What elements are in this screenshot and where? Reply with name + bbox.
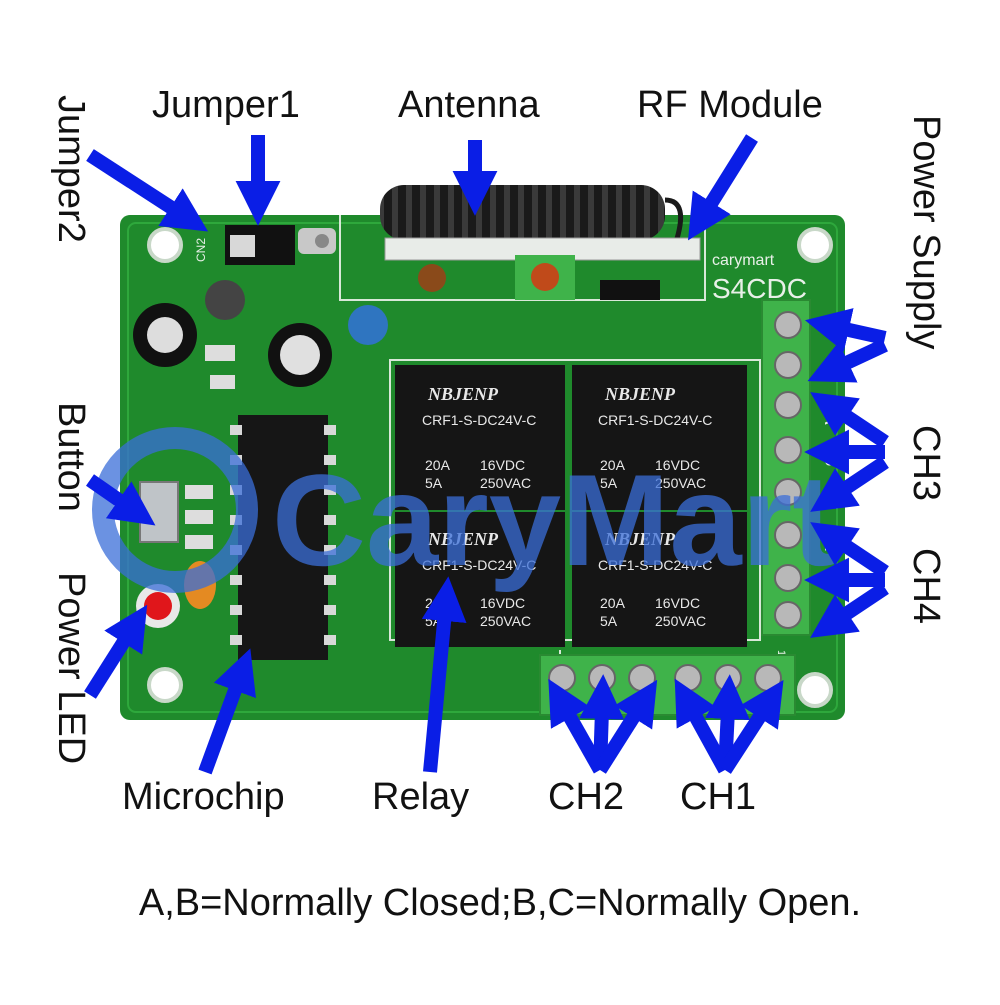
label-ch3: CH3 [905,425,947,502]
button-component [139,481,213,549]
cn2-silk: CN2 [194,238,208,262]
arrow-power-supply-1 [805,308,887,352]
model-silk: S4CDC [712,273,807,304]
label-ch4: CH4 [905,548,947,625]
arrow-ch3-1 [810,392,889,448]
brand-silk: carymart [712,252,775,269]
relay-2-model: CRF1-S-DC24V-C [598,412,712,428]
arrow-power-supply-2 [807,338,888,383]
arrow-ch4-3 [810,582,889,638]
rf-module [384,237,701,300]
relay-4-rating-ac: 250VAC [655,613,706,629]
mounting-hole [797,227,833,263]
arrow-power-led [84,604,148,699]
relay-2-brand: NBJENP [604,384,676,404]
components-left [133,280,388,389]
arrow-ch1-3 [719,679,784,774]
relay-1 [395,365,565,510]
arrow-rf-module [688,134,758,241]
relay-4 [572,512,747,647]
arrow-jumper2 [86,149,209,232]
relay-block: NBJENP CRF1-S-DC24V-C 20A 16VDC 5A 250VA… [395,365,747,647]
label-ch1: CH1 [680,776,757,818]
antenna-coil [380,185,684,246]
watermark-text: CaryMart [272,447,836,593]
mounting-hole [147,227,183,263]
arrow-relay [421,576,467,773]
relay-3-model: CRF1-S-DC24V-C [422,557,536,573]
label-rf-module: RF Module [637,84,823,126]
relay-3-rating-v: 16VDC [480,595,525,611]
arrows [84,134,889,775]
relay-2 [572,365,747,510]
relay-1-rating-v: 16VDC [480,457,525,473]
relay-1-brand: NBJENP [427,384,499,404]
relay-4-model: CRF1-S-DC24V-C [598,557,712,573]
terminal-block-bottom [539,654,796,716]
relay-1-rating-a: 20A [425,457,451,473]
label-button: Button [50,402,92,512]
relay-3-rating-a: 20A [425,595,451,611]
arrow-button [86,474,156,526]
arrow-ch2-3 [594,679,658,774]
relay-1-rating-ac: 250VAC [480,475,531,491]
label-relay: Relay [372,776,470,818]
label-jumper1: Jumper1 [152,84,300,126]
jumper-header: CN2 [194,225,336,265]
relay-4-rating-a: 20A [600,595,626,611]
label-antenna: Antenna [398,84,540,126]
relay-1-model: CRF1-S-DC24V-C [422,412,536,428]
mounting-hole [147,667,183,703]
relay-3-rating-ac: 250VAC [480,613,531,629]
arrow-ch3-3 [810,456,889,512]
relay-2-rating-a: 20A [600,457,626,473]
relay-2-rating-b: 5A [600,475,618,491]
relay-2-rating-ac: 250VAC [655,475,706,491]
label-jumper2: Jumper2 [50,95,92,243]
watermark: CaryMart [92,427,836,593]
relay-3-brand: NBJENP [427,529,499,549]
relay-4-rating-v: 16VDC [655,595,700,611]
terminal-letter: C [820,618,845,634]
terminal-block-right: A B C A B C [761,299,845,636]
relay-4-rating-b: 5A [600,613,618,629]
label-ch2: CH2 [548,776,625,818]
relay-1-rating-b: 5A [425,475,443,491]
arrow-microchip [198,648,256,775]
relay-2-rating-v: 16VDC [655,457,700,473]
mounting-hole [797,672,833,708]
relay-4-brand: NBJENP [604,529,676,549]
arrow-ch4-1 [810,522,889,578]
label-microchip: Microchip [122,776,285,818]
label-power-supply: Power Supply [905,115,947,350]
caption: A,B=Normally Closed;B,C=Normally Open. [138,882,862,924]
label-power-led: Power LED [50,572,92,765]
